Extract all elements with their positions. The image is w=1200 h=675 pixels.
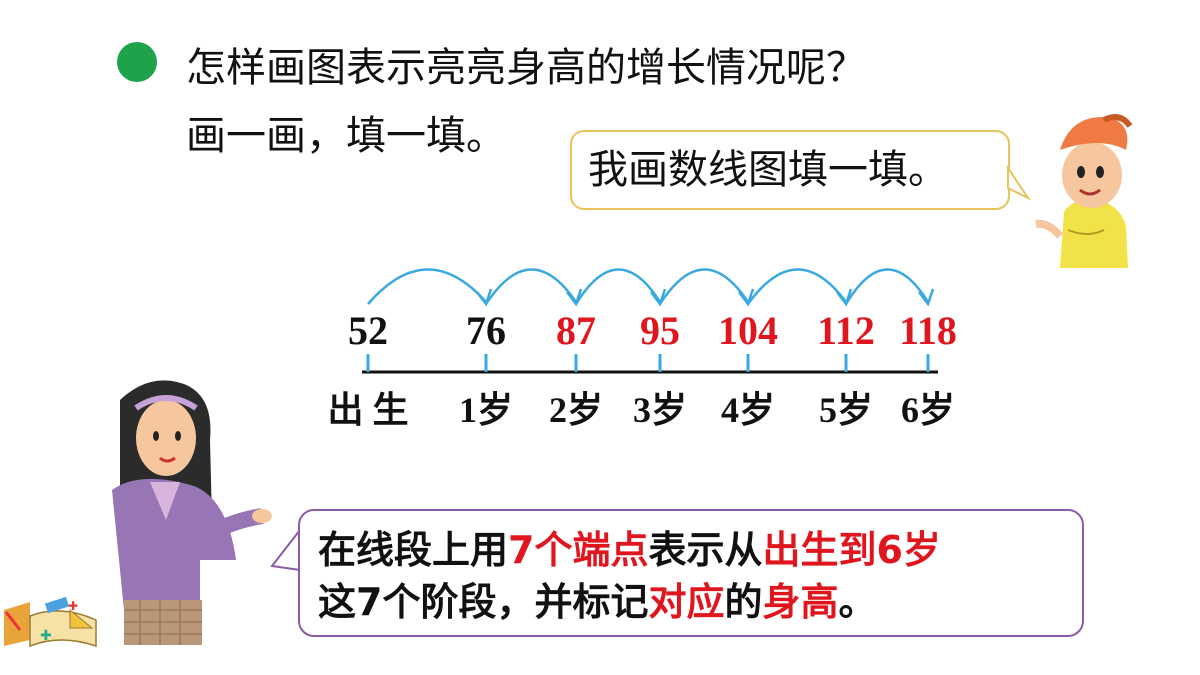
svg-text:✚: ✚ bbox=[40, 628, 52, 644]
question-line-2: 画一画，填一填。 bbox=[186, 113, 506, 159]
jump-arc bbox=[367, 268, 487, 305]
age-label: 2岁 bbox=[549, 390, 603, 430]
height-label: 87 bbox=[556, 308, 596, 353]
height-label: 52 bbox=[348, 308, 388, 353]
height-label: 76 bbox=[466, 308, 506, 353]
green-bullet-icon bbox=[117, 42, 157, 82]
age-label: 3岁 bbox=[633, 390, 687, 430]
height-labels: 52 76 87 95 104 112 118 bbox=[348, 308, 957, 353]
age-label: 5岁 bbox=[819, 390, 873, 430]
books-stationery-icon: ✚ ✚ bbox=[4, 596, 97, 648]
jump-arc bbox=[844, 268, 930, 305]
teacher-speech-line-1: 在线段上用7个端点表示从出生到6岁 bbox=[318, 527, 941, 573]
teacher-text-plain: 的 bbox=[724, 580, 763, 624]
jump-arc bbox=[746, 268, 848, 305]
height-label: 112 bbox=[817, 308, 875, 353]
age-label: 1岁 bbox=[459, 390, 513, 430]
svg-text:✚: ✚ bbox=[68, 599, 78, 613]
arc-arrowhead-icon bbox=[836, 288, 853, 307]
teacher-speech-line-2: 这7个阶段，并标记对应的身高。 bbox=[318, 579, 877, 625]
age-labels: 出 生 1岁 2岁 3岁 4岁 5岁 6岁 bbox=[327, 390, 955, 430]
arc-arrowhead-icon bbox=[918, 288, 935, 307]
height-label: 118 bbox=[899, 308, 957, 353]
teacher-text-plain: 在线段上用 bbox=[318, 528, 509, 572]
teacher-text-height: 身高 bbox=[762, 580, 839, 624]
jump-arc bbox=[658, 268, 750, 305]
boy-bubble-tail bbox=[1007, 164, 1031, 201]
jump-arc bbox=[574, 268, 662, 305]
boy-illustration-icon bbox=[1035, 114, 1133, 268]
teacher-text-plain: 。 bbox=[838, 580, 877, 624]
boy-speech-text: 我画数线图填一填。 bbox=[588, 147, 948, 193]
age-label: 出 生 bbox=[327, 390, 408, 430]
age-label: 4岁 bbox=[721, 390, 775, 430]
teacher-text-birth-to-six: 出生到6岁 bbox=[762, 528, 941, 572]
teacher-bubble-tail bbox=[270, 527, 301, 572]
teacher-text-corresponding: 对应 bbox=[648, 580, 725, 624]
height-label: 95 bbox=[640, 308, 680, 353]
age-label: 6岁 bbox=[901, 390, 955, 430]
question-line-1: 怎样画图表示亮亮身高的增长情况呢？ bbox=[186, 45, 866, 91]
number-line-ticks bbox=[366, 354, 930, 372]
teacher-text-endpoints: 7个端点 bbox=[508, 528, 649, 572]
teacher-speech-bubble: 在线段上用7个端点表示从出生到6岁 这7个阶段，并标记对应的身高。 bbox=[298, 509, 1084, 637]
jump-arcs bbox=[367, 268, 935, 307]
teacher-illustration-icon bbox=[112, 380, 272, 645]
teacher-text-plain: 这7个阶段，并标记 bbox=[318, 580, 649, 624]
height-label: 104 bbox=[718, 308, 778, 353]
teacher-text-plain: 表示从 bbox=[648, 528, 763, 572]
jump-arc bbox=[484, 268, 578, 305]
